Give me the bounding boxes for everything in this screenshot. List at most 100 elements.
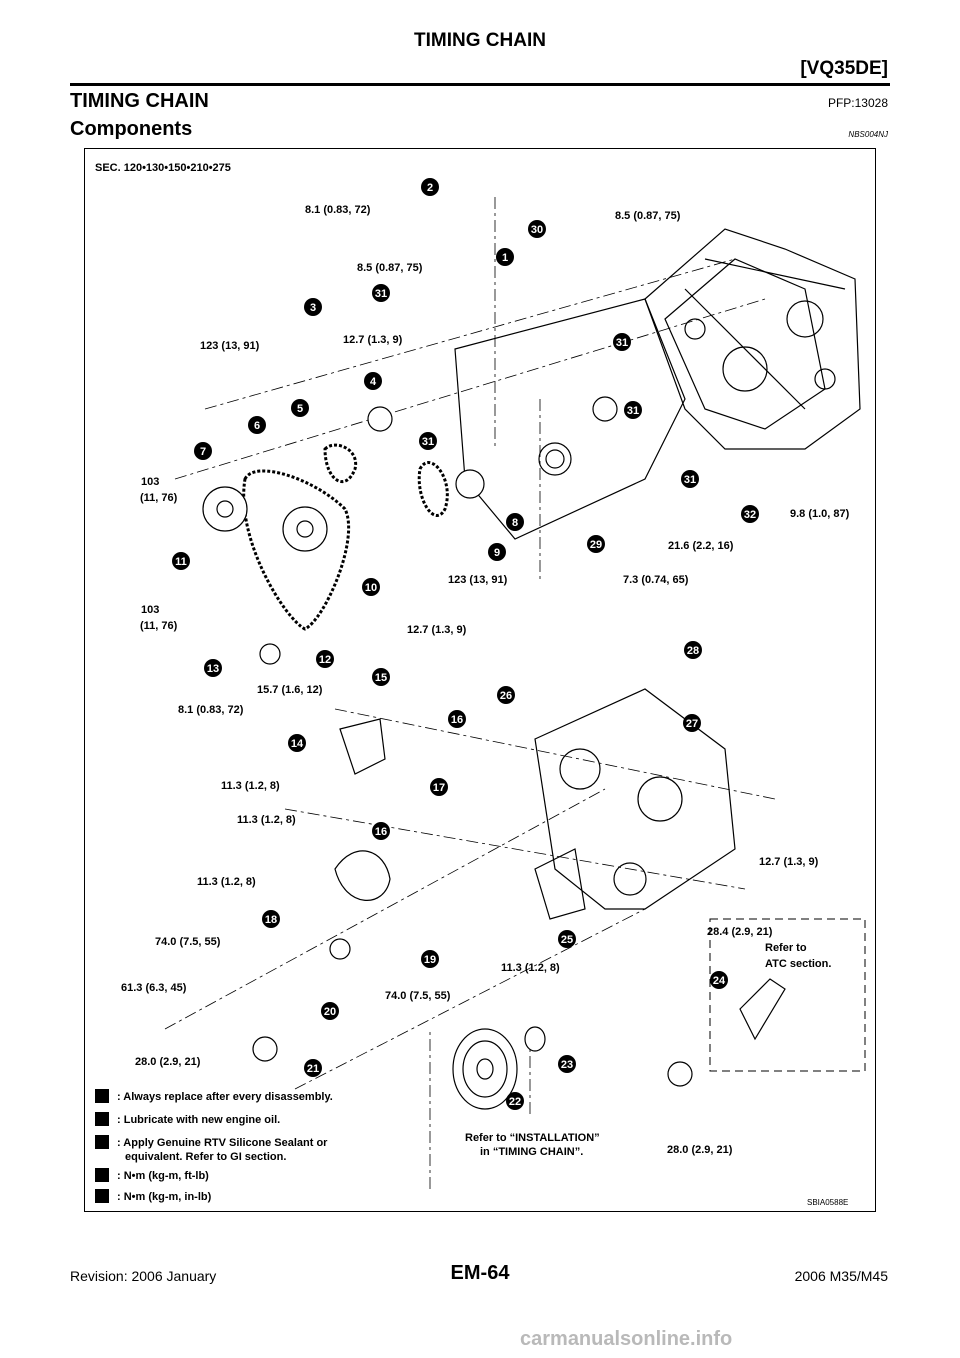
components-figure: SEC. 120•130•150•210•275 bbox=[84, 148, 876, 1212]
svg-text:19: 19 bbox=[424, 954, 436, 966]
svg-text:29: 29 bbox=[590, 539, 602, 551]
callout-31: 31 bbox=[681, 470, 699, 488]
svg-text:23: 23 bbox=[561, 1059, 573, 1071]
torque-label: 12.7 (1.3, 9) bbox=[407, 624, 467, 636]
callout-17: 17 bbox=[430, 778, 448, 796]
torque-label: 8.5 (0.87, 75) bbox=[615, 210, 681, 222]
legend-text: : N•m (kg-m, in-lb) bbox=[117, 1191, 212, 1203]
footer-page-number: EM-64 bbox=[450, 1262, 510, 1284]
section-title: TIMING CHAIN bbox=[70, 90, 209, 112]
callout-16: 16 bbox=[372, 822, 390, 840]
callout-11: 11 bbox=[172, 552, 190, 570]
torque-label: 12.7 (1.3, 9) bbox=[759, 856, 819, 868]
torque-label: 11.3 (1.2, 8) bbox=[221, 780, 280, 792]
torque-label: (11, 76) bbox=[140, 620, 178, 632]
torque-label: 61.3 (6.3, 45) bbox=[121, 982, 187, 994]
torque-label: 123 (13, 91) bbox=[200, 340, 260, 352]
torque-label: 8.5 (0.87, 75) bbox=[357, 262, 423, 274]
legend-text: : Always replace after every disassembly… bbox=[117, 1091, 333, 1103]
exploded-diagram: SEC. 120•130•150•210•275 bbox=[95, 162, 866, 1207]
cylinder-block bbox=[644, 228, 861, 450]
callout-12: 12 bbox=[316, 650, 334, 668]
svg-text:9: 9 bbox=[494, 547, 500, 559]
sprockets bbox=[202, 406, 565, 665]
torque-label: 8.1 (0.83, 72) bbox=[178, 704, 244, 716]
callout-31: 31 bbox=[613, 333, 631, 351]
svg-text:22: 22 bbox=[509, 1096, 521, 1108]
subsection-title: Components bbox=[70, 118, 193, 140]
svg-text:2: 2 bbox=[427, 182, 433, 194]
svg-text:32: 32 bbox=[744, 509, 756, 521]
torque-label: 12.7 (1.3, 9) bbox=[343, 334, 403, 346]
callout-23: 23 bbox=[558, 1055, 576, 1073]
site-watermark: carmanualsonline.info bbox=[520, 1328, 733, 1350]
torque-label: 8.1 (0.83, 72) bbox=[305, 204, 371, 216]
callout-9: 9 bbox=[488, 543, 506, 561]
svg-text:10: 10 bbox=[365, 582, 377, 594]
crankshaft-pulley bbox=[452, 1026, 546, 1110]
svg-text:24: 24 bbox=[713, 975, 726, 987]
callout-19: 19 bbox=[421, 950, 439, 968]
callouts: 1234567891011121314151616171819202122232… bbox=[172, 178, 759, 1110]
callout-2: 2 bbox=[421, 178, 439, 196]
callout-30: 30 bbox=[528, 220, 546, 238]
torque-label: 28.0 (2.9, 21) bbox=[667, 1144, 733, 1156]
torque-label: 11.3 (1.2, 8) bbox=[197, 876, 256, 888]
callout-21: 21 bbox=[304, 1059, 322, 1077]
torque-icon bbox=[95, 1189, 109, 1203]
callout-31: 31 bbox=[624, 401, 642, 419]
callout-18: 18 bbox=[262, 910, 280, 928]
torque-label: 9.8 (1.0, 87) bbox=[790, 508, 850, 520]
callout-29: 29 bbox=[587, 535, 605, 553]
svg-text:8: 8 bbox=[512, 517, 518, 529]
callout-10: 10 bbox=[362, 578, 380, 596]
subsection-code: NBS004NJ bbox=[848, 130, 888, 139]
legend-text: : N•m (kg-m, ft-lb) bbox=[117, 1170, 209, 1182]
svg-text:4: 4 bbox=[370, 376, 377, 388]
callout-28: 28 bbox=[684, 641, 702, 659]
svg-text:31: 31 bbox=[422, 436, 434, 448]
idler-pulleys bbox=[252, 938, 786, 1087]
running-header-engine: [VQ35DE] bbox=[800, 58, 888, 79]
svg-text:11: 11 bbox=[175, 556, 187, 568]
figure-code: SBIA0588E bbox=[807, 1198, 848, 1207]
svg-text:7: 7 bbox=[200, 446, 206, 458]
svg-text:14: 14 bbox=[291, 738, 304, 750]
svg-text:5: 5 bbox=[297, 403, 303, 415]
torque-labels: 8.1 (0.83, 72) 8.5 (0.87, 75) 8.5 (0.87,… bbox=[121, 204, 850, 1156]
callout-6: 6 bbox=[248, 416, 266, 434]
svg-text:31: 31 bbox=[627, 405, 639, 417]
legend-text: : Apply Genuine RTV Silicone Sealant or bbox=[117, 1137, 328, 1149]
callout-14: 14 bbox=[288, 734, 306, 752]
torque-label: 74.0 (7.5, 55) bbox=[155, 936, 221, 948]
svg-text:28: 28 bbox=[687, 645, 699, 657]
callout-31: 31 bbox=[372, 284, 390, 302]
torque-icon bbox=[95, 1168, 109, 1182]
svg-text:16: 16 bbox=[451, 714, 463, 726]
callout-27: 27 bbox=[683, 714, 701, 732]
svg-text:27: 27 bbox=[686, 718, 698, 730]
svg-text:18: 18 bbox=[265, 914, 277, 926]
callout-26: 26 bbox=[497, 686, 515, 704]
covers bbox=[334, 718, 586, 920]
torque-label: 103 bbox=[141, 604, 159, 616]
timing-chains bbox=[242, 443, 449, 631]
atc-ref-line2: ATC section. bbox=[765, 958, 831, 970]
torque-label: 123 (13, 91) bbox=[448, 574, 508, 586]
svg-text:26: 26 bbox=[500, 690, 512, 702]
torque-label: 74.0 (7.5, 55) bbox=[385, 990, 451, 1002]
callout-24: 24 bbox=[710, 971, 728, 989]
part-code: PFP:13028 bbox=[827, 96, 888, 110]
guide-lines bbox=[164, 197, 776, 1189]
callout-8: 8 bbox=[506, 513, 524, 531]
callout-3: 3 bbox=[304, 298, 322, 316]
callout-32: 32 bbox=[741, 505, 759, 523]
svg-text:30: 30 bbox=[531, 224, 543, 236]
atc-ref-line1: Refer to bbox=[765, 942, 807, 954]
torque-label: 11.3 (1.2, 8) bbox=[501, 962, 560, 974]
callout-25: 25 bbox=[558, 930, 576, 948]
sealant-icon bbox=[95, 1135, 109, 1149]
callout-7: 7 bbox=[194, 442, 212, 460]
legend-text: equivalent. Refer to GI section. bbox=[125, 1151, 286, 1163]
svg-text:31: 31 bbox=[684, 474, 696, 486]
